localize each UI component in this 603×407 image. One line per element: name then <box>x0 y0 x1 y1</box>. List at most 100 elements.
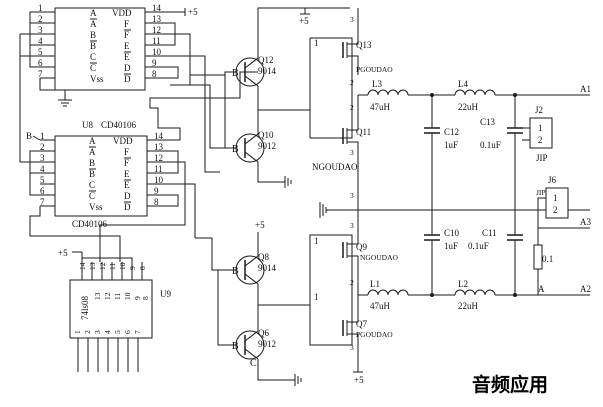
chip-top-label-c-bar: C <box>90 63 96 73</box>
q8-ref: Q8 <box>258 252 269 262</box>
chip-u9-inner-8: 8 <box>141 296 150 300</box>
net-a2-label: A2 <box>580 284 591 294</box>
q10-part: 9012 <box>258 141 276 151</box>
chip-u9-inner-6: 6 <box>123 330 132 334</box>
j6-pin-2: 2 <box>553 205 558 215</box>
chip-top-label-vss: Vss <box>90 74 104 84</box>
chip-u8-right-pins: 14 13 12 11 10 9 8 <box>147 131 172 207</box>
chip-u8-label-d-bar: D <box>124 202 131 212</box>
chip-top-pin-1: 1 <box>38 3 43 13</box>
rail-pin-mark: 3 <box>350 343 354 352</box>
inductor-l3 <box>367 89 409 96</box>
chip-top-label-b-bar: B <box>90 41 96 51</box>
rail-pin-mark: 3 <box>350 221 354 230</box>
chip-u8-pin-5: 5 <box>40 175 45 185</box>
chip-u8-pin-12: 12 <box>154 153 163 163</box>
j6-pin-1: 1 <box>553 193 558 203</box>
l2-ref: L2 <box>458 279 468 289</box>
chip-u8-cd40106: U8 CD40106 1 2 3 4 5 6 7 B A A B B <box>19 71 258 262</box>
chip-top-label-e: E <box>124 41 130 51</box>
net-a3-label: A3 <box>580 217 591 227</box>
chip-u8-label-c-bar: C <box>89 191 95 201</box>
chip-u8-label-f: F <box>124 147 129 157</box>
resistor-value: 0.1 <box>542 254 553 264</box>
chip-top-left-labels: A A B B C C Vss <box>90 8 104 84</box>
c12-ref: C12 <box>444 127 459 137</box>
chip-u9-vcc-label: +5 <box>58 248 68 258</box>
chip-u8-ref: U8 <box>82 120 93 130</box>
output-filter-bottom: L1 47uH L2 22uH A A2 C10 1uF C11 0.1uF <box>358 210 591 311</box>
chip-u9-pin-9: 9 <box>128 266 137 270</box>
q9-part: NGOUDAO <box>360 253 398 262</box>
caption-text: 音频应用 <box>472 373 548 396</box>
chip-top-label-c: C <box>90 52 96 62</box>
chip-u9-inner-1: 1 <box>73 330 82 334</box>
chip-top-pin-14: 14 <box>152 3 162 13</box>
rail-pin-marks: 2 3 3 3 2 3 1 <box>314 78 354 352</box>
chip-u9-bottom-pins <box>77 338 139 372</box>
chip-u9-top-pins: 14 13 12 11 10 9 8 <box>78 262 147 280</box>
chip-u9-inner-top-numbers: 13 12 11 10 9 8 <box>93 292 150 300</box>
chip-top-label-a-bar: A <box>90 19 97 29</box>
j2-pin-1: 1 <box>538 123 543 133</box>
q7-ref: Q7 <box>356 319 367 329</box>
rail-pin-mark: 3 <box>350 191 354 200</box>
q6-base-label: B <box>232 341 239 352</box>
chip-top-pin-3: 3 <box>38 25 43 35</box>
l4-ref: L4 <box>458 79 468 89</box>
q11-part: NGOUDAO <box>312 162 358 172</box>
rail-pin-mark: 1 <box>314 292 319 302</box>
rail-pin-mark: 3 <box>350 148 354 157</box>
chip-u8-part-below: CD40106 <box>72 219 108 229</box>
l3-value: 47uH <box>370 102 391 112</box>
vcc-top-rail: +5 <box>299 8 310 26</box>
vcc-bottom-label: +5 <box>354 375 364 385</box>
chip-top-left-pins: 1 2 3 4 5 6 7 <box>38 3 55 79</box>
chip-u8-pin-14: 14 <box>154 131 164 141</box>
chip-top-pin-5: 5 <box>38 47 43 57</box>
q6-ref: Q6 <box>258 328 269 338</box>
q7-part: PGOUDAO <box>356 330 393 339</box>
q13-gate-pin: 1 <box>314 38 319 48</box>
chip-u8-pin-3: 3 <box>40 153 45 163</box>
chip-u8-label-vss: Vss <box>89 202 103 212</box>
chip-top-pin-8: 8 <box>152 69 157 79</box>
chip-u8-label-e-bar: E <box>124 180 130 190</box>
transistor-q6: B C Q6 9012 <box>232 284 302 386</box>
chip-u8-label-e: E <box>124 169 130 179</box>
chip-u8-label-f-bar: F <box>124 158 129 168</box>
l3-ref: L3 <box>372 79 382 89</box>
chip-top-label-d: D <box>124 63 131 73</box>
chip-top-label-f-bar: F <box>124 30 129 40</box>
chip-u9-pin-8: 8 <box>138 266 147 270</box>
inductor-l4 <box>454 89 496 96</box>
chip-u9-inner-9: 9 <box>133 296 142 300</box>
chip-u8-pin-2: 2 <box>40 142 45 152</box>
chip-u9-pin-12: 12 <box>98 262 107 270</box>
q10-base-label: B <box>232 144 239 155</box>
chip-top-vcc-label: +5 <box>188 7 198 17</box>
chip-u9-inner-4: 4 <box>103 330 112 334</box>
chip-u9-part: 74ls08 <box>80 295 90 320</box>
chip-u9-ref: U9 <box>160 289 171 299</box>
c11-value: 0.1uF <box>468 241 489 251</box>
chip-u9-74ls08: +5 U9 74ls08 14 13 12 11 10 9 8 13 12 11… <box>58 248 171 372</box>
c10-value: 1uF <box>444 241 458 251</box>
chip-u9-inner-11: 11 <box>113 293 122 300</box>
q13-source-pin: 3 <box>350 15 354 24</box>
chip-u9-inner-12: 12 <box>103 292 112 300</box>
chip-top-pin-4: 4 <box>38 36 43 46</box>
c10-ref: C10 <box>444 228 460 238</box>
j2-ref: J2 <box>535 105 543 115</box>
inductor-l2 <box>454 289 496 296</box>
chip-u8-net-b: B <box>26 131 32 141</box>
chip-u8-pin-7: 7 <box>40 197 45 207</box>
chip-u8-part: CD40106 <box>101 120 137 130</box>
j2-part: JIP <box>536 153 548 163</box>
q11-drain-pin: 2 <box>350 103 354 112</box>
chip-top-label-f: F <box>124 19 129 29</box>
chip-top-label-e-bar: E <box>124 52 130 62</box>
chip-top-pin-12: 12 <box>152 25 161 35</box>
chip-u8-pin-9: 9 <box>154 186 159 196</box>
chip-u8-left-pins: 1 2 3 4 5 6 7 <box>40 131 55 207</box>
